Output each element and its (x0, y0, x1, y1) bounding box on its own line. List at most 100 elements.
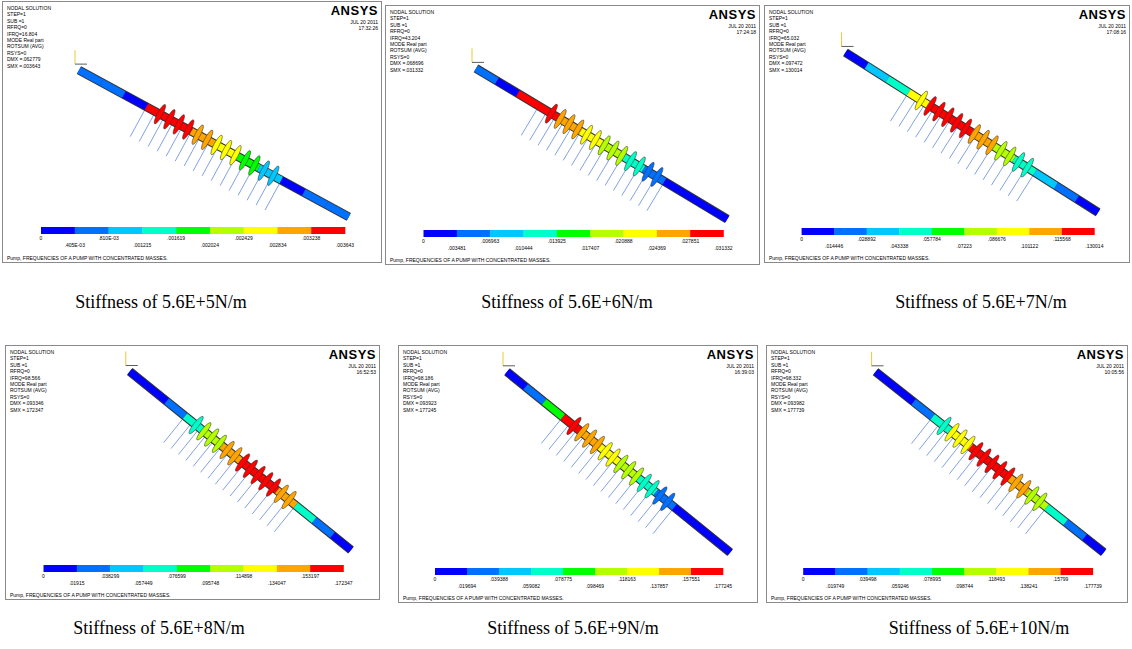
shaft-segment (1066, 522, 1085, 537)
color-band (75, 227, 109, 234)
legend-value: .01915 (69, 581, 84, 586)
shaft-segment (664, 182, 685, 195)
shaft-segment (693, 522, 712, 537)
solution-header: SMX =.177739 (771, 408, 804, 413)
shaft-segment (1035, 172, 1056, 185)
legend-value: .15799 (1053, 577, 1068, 582)
solution-header: DMX =.093982 (771, 401, 805, 406)
color-band (964, 568, 996, 575)
date-stamp: 17:24:18 (737, 30, 756, 35)
color-band (997, 228, 1030, 235)
spring-line (653, 507, 674, 533)
solution-header: ROTSUM (AVG) (769, 48, 806, 53)
shaft-segment (79, 70, 101, 82)
color-band (659, 568, 691, 575)
mode-shape-plot (386, 6, 761, 266)
shaft-segment (130, 372, 148, 387)
color-band (524, 230, 558, 237)
shaft-segment (101, 82, 123, 94)
spring-line (950, 447, 971, 474)
date-stamp: 17:32:26 (359, 26, 378, 31)
shaft-segment (914, 402, 933, 417)
result-panel: NODAL SOLUTIONSTEP=1SUB =1RFRQ=0IFRQ=43.… (385, 5, 760, 265)
legend-value: 0 (434, 577, 437, 582)
date-stamp: 16:52:53 (357, 370, 376, 375)
solution-header: NODAL SOLUTION (403, 350, 447, 355)
impeller-discs (543, 103, 664, 188)
software-logo: ANSYS (329, 348, 376, 361)
legend-value: 0 (42, 574, 45, 579)
legend-value: .172347 (334, 581, 352, 586)
shaft-segment (497, 81, 518, 94)
solution-header: IFRQ=98.186 (403, 376, 433, 381)
impeller-disc (1019, 157, 1035, 178)
legend-value: .002834 (268, 243, 286, 248)
spring-line (899, 98, 917, 127)
legend-value: .057784 (923, 237, 941, 242)
color-band (932, 568, 964, 575)
shaft-segment (544, 402, 563, 417)
mode-shape-plot (6, 346, 381, 601)
shaft (79, 70, 349, 217)
solution-header: ROTSUM (AVG) (771, 388, 808, 393)
legend-value: .098744 (955, 584, 973, 589)
legend-value: .810E-03 (98, 236, 118, 241)
impeller-discs (935, 416, 1049, 512)
solution-header: MODE Real part (771, 382, 808, 387)
color-band (557, 230, 591, 237)
legend-value: .118493 (987, 577, 1005, 582)
shaft-segment (326, 205, 348, 217)
solution-header: RSYS=0 (769, 55, 788, 60)
result-panel: NODAL SOLUTIONSTEP=1SUB =1RFRQ=0IFRQ=98.… (5, 345, 380, 600)
solution-header: MODE Real part (10, 382, 47, 387)
panel-caption: Stiffness of 5.6E+9N/m (487, 619, 658, 637)
color-band (142, 227, 176, 234)
legend-value: .098469 (586, 584, 604, 589)
solution-header: RFRQ=0 (10, 369, 30, 374)
plot-title: Pump, FREQUENCIES OF A PUMP WITH CONCENT… (7, 256, 168, 261)
shaft-segment (888, 79, 909, 92)
legend-value: .024369 (648, 246, 666, 251)
legend-value: .157551 (682, 577, 700, 582)
shaft-segment (867, 66, 888, 79)
spring-lines (890, 92, 1034, 201)
color-band (835, 568, 867, 575)
date-stamp: 10:05:56 (1105, 370, 1124, 375)
solution-header: MODE Real part (403, 382, 440, 387)
spring-line (274, 505, 295, 531)
plot-title: Pump, FREQUENCIES OF A PUMP WITH CONCENT… (390, 258, 551, 263)
plot-title: Pump, FREQUENCIES OF A PUMP WITH CONCENT… (10, 593, 171, 598)
axis-triad (842, 32, 854, 46)
plot-title: Pump, FREQUENCIES OF A PUMP WITH CONCENT… (771, 596, 932, 601)
color-band (996, 568, 1028, 575)
date-stamp: JUL 20 2011 (1098, 24, 1126, 29)
legend-value: 0 (422, 239, 425, 244)
impeller-disc (280, 490, 298, 510)
solution-header: IFRQ=65.032 (769, 36, 799, 41)
solution-header: IFRQ=16.804 (7, 32, 37, 37)
legend-value: .138241 (1019, 584, 1037, 589)
legend-value: .076599 (168, 574, 186, 579)
solution-header: NODAL SOLUTION (390, 10, 434, 15)
solution-header: RFRQ=0 (403, 369, 423, 374)
solution-header: RFRQ=0 (390, 29, 410, 34)
legend-value: 0 (40, 236, 43, 241)
spring-line (164, 416, 185, 442)
spring-line (549, 423, 570, 449)
shaft-outline (79, 70, 349, 217)
shaft-segment (518, 94, 539, 107)
shaft-outline (507, 372, 730, 553)
solution-header: SUB =1 (7, 19, 24, 24)
color-band (435, 568, 467, 575)
color-band (691, 568, 723, 575)
legend-value: 0 (802, 577, 805, 582)
legend-value: 0 (800, 237, 803, 242)
shaft-segment (706, 207, 727, 220)
shaft-outline (846, 52, 1099, 212)
solution-header: NODAL SOLUTION (771, 350, 815, 355)
solution-header: ROTSUM (AVG) (10, 388, 47, 393)
shaft-segment (1047, 507, 1066, 522)
legend-value: .043338 (890, 244, 908, 249)
shaft (476, 68, 727, 219)
